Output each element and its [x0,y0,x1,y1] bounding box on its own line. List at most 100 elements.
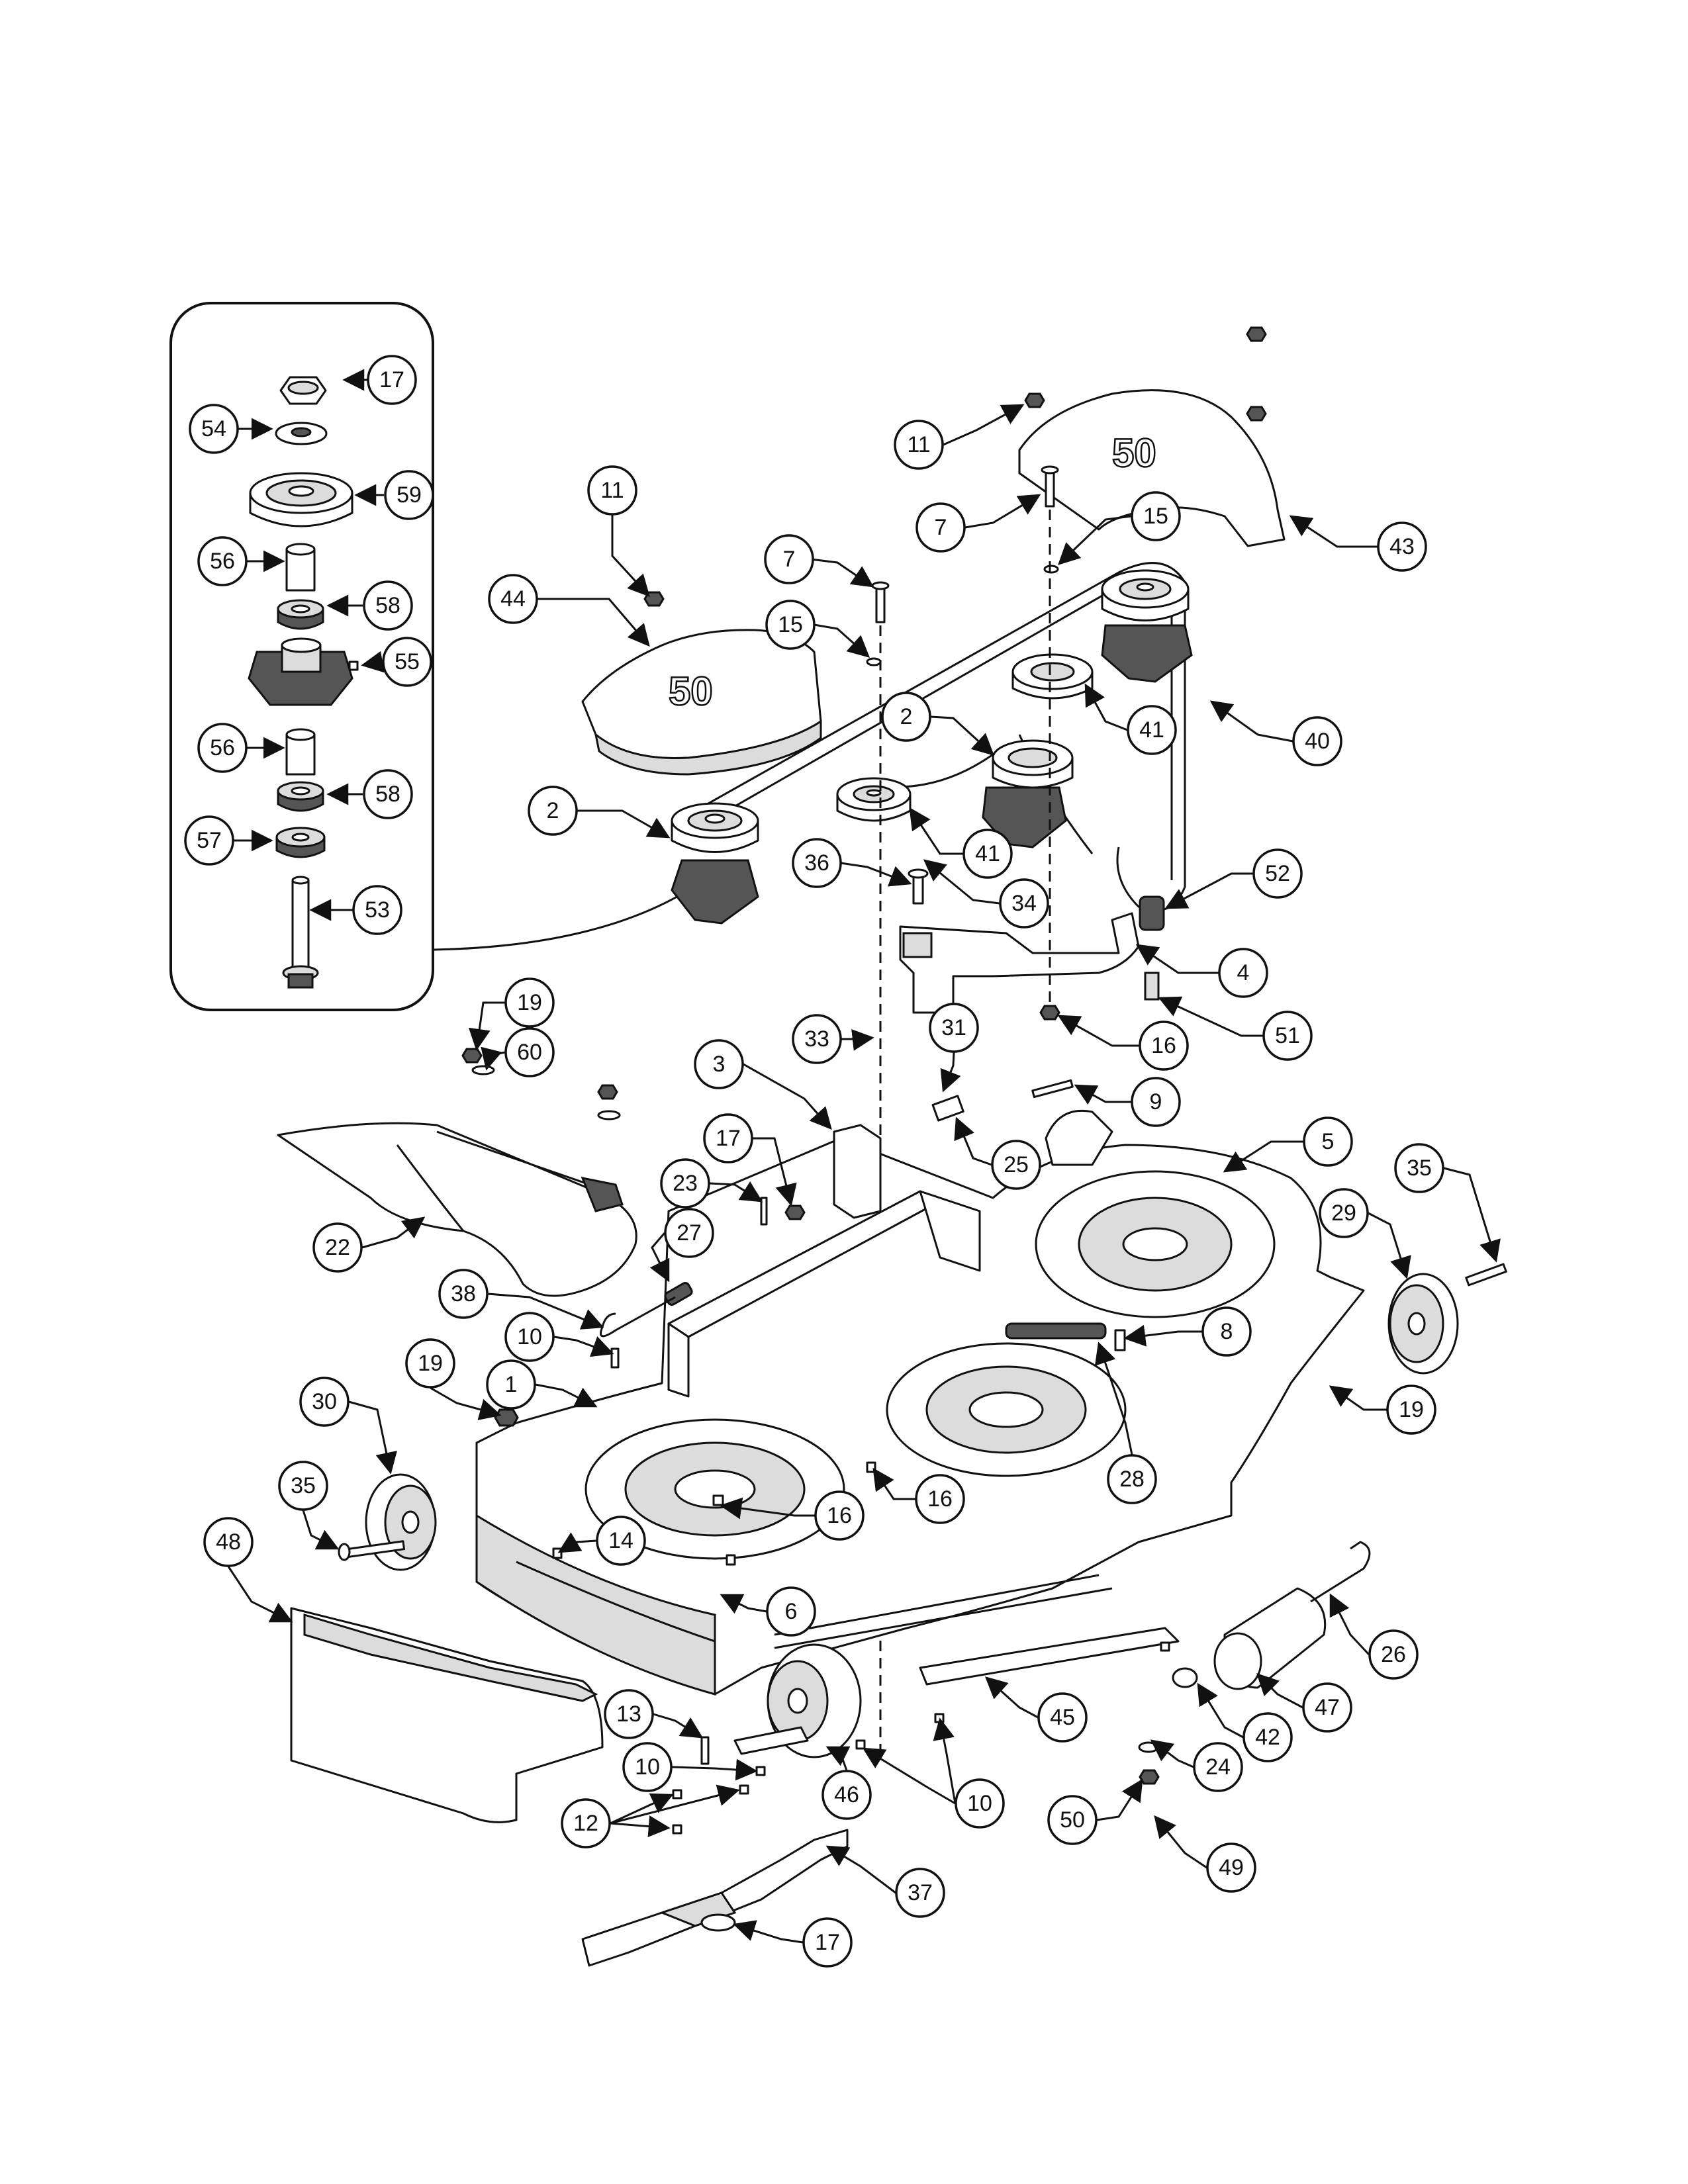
callout-label: 47 [1315,1695,1340,1720]
front-deflector [290,1607,604,1823]
callout-circle [1252,848,1303,899]
callout-17: 17 [703,1113,797,1206]
chute-hinge-rod [436,1130,624,1212]
gauge-wheel-right [1387,1273,1459,1375]
callout-label: 45 [1050,1705,1075,1730]
inset-spacer-upper [285,543,316,592]
callout-47: 47 [1256,1673,1352,1733]
callout-leader [649,1232,670,1283]
callout-label: 29 [1331,1201,1356,1226]
callout-label: 52 [1265,861,1290,886]
callout-2: 2 [528,786,671,839]
callout-circle [189,404,239,454]
right-idler-pulley [1011,653,1094,700]
callout-60: 60 [481,1027,555,1077]
callout-label: 19 [418,1351,443,1376]
callout-57: 57 [184,815,273,866]
callout-label: 42 [1255,1725,1280,1750]
callout-label: 16 [1151,1033,1176,1058]
callout-44: 44 [488,574,650,647]
callout-7: 7 [764,534,874,588]
callout-circle [703,1113,753,1163]
callout-38: 38 [438,1269,604,1330]
callout-circle [1193,1742,1243,1792]
callout-label: 48 [216,1529,241,1555]
callout-circle [197,723,248,773]
callout-50: 50 [1047,1778,1143,1845]
callout-leader [577,809,671,839]
callout-label: 49 [1219,1855,1244,1880]
callout-33: 33 [792,1014,874,1064]
callout-label: 10 [517,1324,542,1349]
callout-leader [1329,1593,1370,1656]
callout-leader [872,1467,915,1500]
callout-35: 35 [278,1461,340,1550]
callout-leader [1256,1673,1303,1709]
callout-label: 24 [1205,1754,1231,1780]
callout-circle [363,769,413,819]
bolt-7-left [871,581,890,623]
inset-connector-line [434,889,689,951]
callout-leader [1154,1815,1207,1869]
callout-circle [1037,1692,1088,1743]
callout-label: 58 [375,782,400,807]
callout-circle [1047,1795,1098,1845]
callout-circle [660,1158,710,1208]
callout-circle [561,1798,611,1848]
callout-leader [653,1713,704,1739]
callout-circle [821,1770,872,1820]
bushing-42 [1172,1667,1198,1688]
inset-bearing-upper [277,599,324,630]
callout-leader [709,1181,763,1203]
callout-circle [1292,716,1342,766]
callout-leader [671,1758,758,1781]
callout-label: 25 [1004,1152,1029,1177]
callout-circle [999,878,1049,929]
callout-10: 10 [862,1717,1005,1829]
callout-leader [841,1028,874,1051]
baffle-small [733,1726,809,1755]
callout-24: 24 [1150,1739,1243,1792]
tension-spring [1005,1322,1107,1340]
callout-circle [384,470,434,520]
callout-leader [1094,1342,1133,1455]
callout-circle [1262,1011,1313,1061]
callout-41: 41 [1084,683,1177,755]
callout-label: 41 [975,841,1000,866]
callout-58: 58 [326,580,413,631]
callout-56: 56 [197,536,285,586]
callout-label: 41 [1139,717,1164,743]
callout-circle [299,1377,350,1427]
callout-55: 55 [361,637,432,687]
callout-49: 49 [1154,1815,1256,1893]
callout-10: 10 [504,1312,614,1362]
callout-circle [278,1461,328,1511]
callout-circle [1243,1712,1293,1762]
callout-leader [1135,944,1219,974]
callout-label: 26 [1381,1642,1406,1667]
callout-label: 40 [1305,729,1330,754]
callout-leader [909,807,963,855]
callout-circle [1201,1306,1252,1357]
callout-22: 22 [312,1216,426,1273]
callout-label: 10 [967,1791,992,1816]
callout-label: 19 [1399,1397,1424,1422]
callout-8: 8 [1123,1306,1252,1357]
callout-label: 2 [900,704,913,729]
callout-leader [361,1216,426,1249]
callout-37: 37 [825,1845,945,1918]
callout-circle [203,1517,254,1567]
callout-leader [1197,1682,1244,1739]
callout-53: 53 [309,885,402,935]
callout-label: 6 [785,1599,798,1624]
callout-circle [915,502,966,553]
callout-25: 25 [954,1116,1041,1190]
callout-circle [991,1140,1041,1190]
callout-leader [1368,1212,1411,1279]
callout-label: 17 [716,1126,741,1151]
callout-leader [227,1566,293,1623]
callout-leader [611,515,650,598]
callout-10: 10 [622,1742,758,1792]
callout-circle [604,1689,654,1739]
belt-cover-right-stencil: 50 [1112,431,1156,475]
